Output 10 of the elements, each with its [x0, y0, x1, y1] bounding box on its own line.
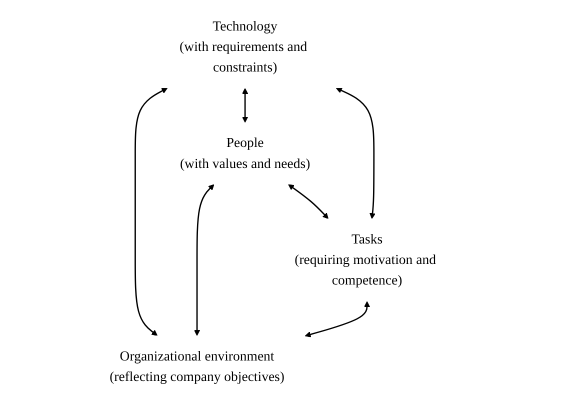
- node-text: Technology (with requirements and constraints): [180, 18, 308, 75]
- arrow: [288, 184, 329, 219]
- arrow: [194, 184, 214, 336]
- arrow: [336, 88, 376, 219]
- node-text: Tasks (requiring motivation and competence): [294, 232, 436, 288]
- arrow: [242, 88, 248, 123]
- arrow: [304, 301, 370, 338]
- node-text: People (with values and needs): [180, 135, 310, 172]
- arrow: [134, 88, 168, 336]
- node-text: Organizational environment (reflecting company objectives): [110, 348, 284, 384]
